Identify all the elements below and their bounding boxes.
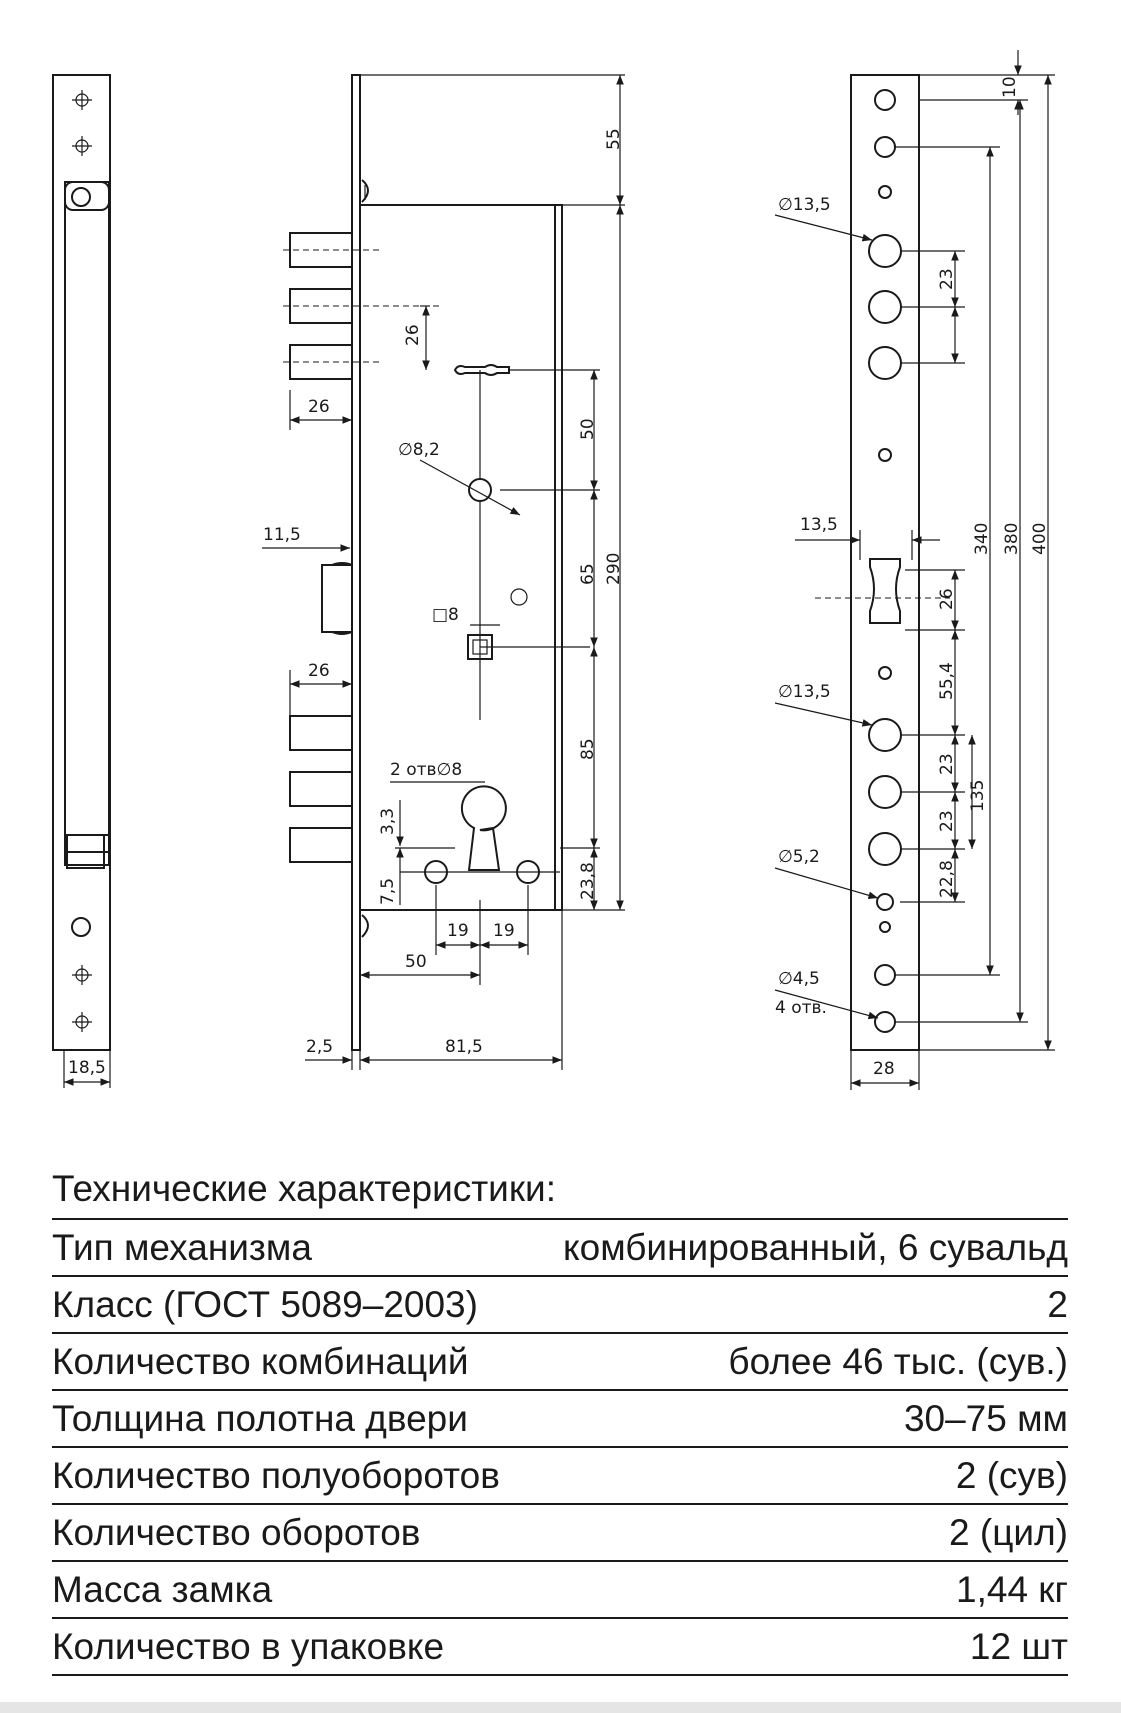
- spec-label: Толщина полотна двери: [52, 1397, 468, 1439]
- dim-23-lower-b: 23: [937, 810, 957, 832]
- spec-row: Масса замка 1,44 кг: [52, 1562, 1068, 1619]
- spec-row: Количество в упаковке 12 шт: [52, 1619, 1068, 1676]
- spec-row: Толщина полотна двери 30–75 мм: [52, 1391, 1068, 1448]
- dim-23-upper: 23: [937, 268, 957, 290]
- dim-11-5: 11,5: [263, 525, 301, 545]
- spec-label: Класс (ГОСТ 5089–2003): [52, 1283, 478, 1325]
- spec-label: Количество оборотов: [52, 1511, 421, 1553]
- spec-label: Масса замка: [52, 1568, 273, 1610]
- spec-row: Количество оборотов 2 (цил): [52, 1505, 1068, 1562]
- dim-55-4: 55,4: [937, 662, 957, 700]
- label-4-holes: 4 отв.: [775, 998, 827, 1018]
- spec-label: Тип механизма: [52, 1226, 312, 1268]
- spec-value: более 46 тыс. (сув.): [728, 1340, 1068, 1382]
- dim-7-5: 7,5: [378, 878, 398, 905]
- dim-26-bolt: 26: [403, 324, 423, 346]
- dim-23-lower-a: 23: [937, 753, 957, 775]
- dim-26-strike: 26: [937, 588, 957, 610]
- spec-row: Тип механизма комбинированный, 6 сувальд: [52, 1220, 1068, 1277]
- spec-label: Количество полуоборотов: [52, 1454, 500, 1496]
- dim-diameter-13-5-upper: ∅13,5: [778, 195, 831, 215]
- dim-square-8: □8: [432, 605, 459, 625]
- dim-65: 65: [578, 563, 598, 585]
- dim-diameter-4-5: ∅4,5: [778, 969, 820, 989]
- bolts-upper: [283, 232, 440, 380]
- dim-340: 340: [972, 523, 992, 555]
- screw-mark: [72, 90, 92, 1032]
- dim-diameter-8-2: ∅8,2: [398, 440, 440, 460]
- spec-label: Количество комбинаций: [52, 1340, 469, 1382]
- faceplate-side-view: 18,5: [52, 74, 111, 1088]
- specifications-table: Технические характеристики: Тип механизм…: [52, 1160, 1068, 1676]
- specifications-title: Технические характеристики:: [52, 1160, 1068, 1220]
- dim-50-horizontal: 50: [405, 952, 427, 972]
- dim-3-3: 3,3: [378, 808, 398, 835]
- spec-value: 12 шт: [969, 1625, 1068, 1667]
- dim-19-right: 19: [493, 921, 515, 941]
- dim-26-upper: 26: [308, 397, 330, 417]
- footer-strip: [0, 1702, 1121, 1713]
- spec-value: 30–75 мм: [903, 1397, 1068, 1439]
- spec-row: Количество комбинаций более 46 тыс. (сув…: [52, 1334, 1068, 1391]
- spec-value: комбинированный, 6 сувальд: [563, 1226, 1068, 1268]
- dim-13-5-strike: 13,5: [800, 515, 838, 535]
- dim-85: 85: [578, 738, 598, 760]
- label-2-holes-8: 2 отв∅8: [390, 760, 462, 780]
- dim-28: 28: [873, 1059, 895, 1079]
- spec-row: Количество полуоборотов 2 (сув): [52, 1448, 1068, 1505]
- dim-23-8: 23,8: [578, 862, 598, 900]
- dim-135: 135: [968, 780, 988, 812]
- lock-body-view: 55 26 26 50 ∅8,2 11,5 65 290 □8 26 85 2 …: [262, 74, 625, 1070]
- dim-diameter-13-5-lower: ∅13,5: [778, 682, 831, 702]
- dim-19-left: 19: [447, 921, 469, 941]
- dim-diameter-5-2: ∅5,2: [778, 847, 820, 867]
- bolts-lower: [289, 715, 353, 863]
- spec-row: Класс (ГОСТ 5089–2003) 2: [52, 1277, 1068, 1334]
- dim-faceplate-width: 18,5: [68, 1058, 106, 1078]
- dim-81-5: 81,5: [445, 1037, 483, 1057]
- latch: [321, 562, 353, 635]
- dim-22-8: 22,8: [937, 860, 957, 898]
- dim-400: 400: [1030, 523, 1050, 555]
- spec-value: 2: [1047, 1283, 1068, 1325]
- dim-10: 10: [1000, 76, 1020, 98]
- dim-26-lower: 26: [308, 661, 330, 681]
- strike-plate-view: 10 340 380 400 23 ∅13,5 13,5 26 55,4 ∅13…: [774, 50, 1055, 1090]
- dim-55: 55: [604, 128, 624, 150]
- spec-value: 2 (сув): [955, 1454, 1068, 1496]
- dim-290: 290: [604, 553, 624, 585]
- spec-value: 1,44 кг: [956, 1568, 1068, 1610]
- lock-technical-drawing: 18,5: [52, 50, 1055, 1090]
- dim-50-vertical: 50: [578, 418, 598, 440]
- spec-label: Количество в упаковке: [52, 1625, 445, 1667]
- dim-380: 380: [1002, 523, 1022, 555]
- spec-value: 2 (цил): [949, 1511, 1068, 1553]
- dim-2-5: 2,5: [306, 1037, 333, 1057]
